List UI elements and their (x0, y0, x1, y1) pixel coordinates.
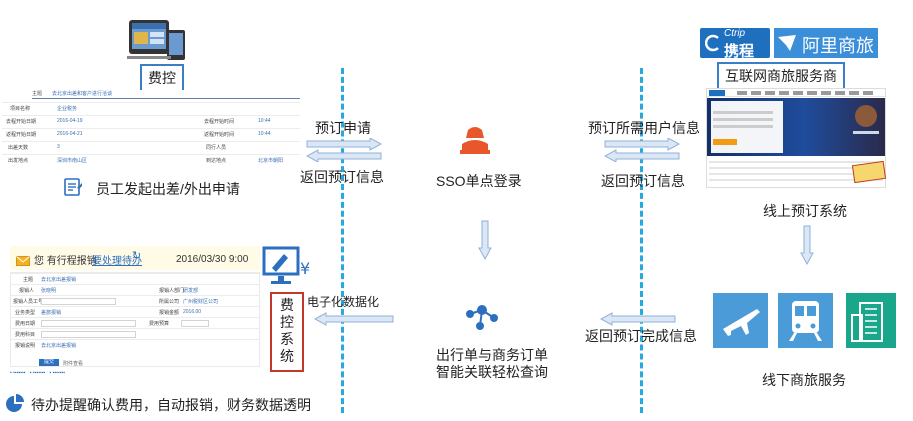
reimbursement-title: 您 有行程报销 (34, 256, 97, 267)
online-booking-screenshot (706, 88, 887, 188)
form-footer-links: ▪ ▪▪▪▪▪▪▪ ▪ ▪▪▪▪▪▪▪ ▪ ▪▪▪▪▪▪▪ (10, 370, 66, 376)
monitor-yen-icon: ¥ (262, 246, 312, 288)
form2-row: 报销人 张晓明 报销人部门 研发部 (11, 284, 259, 295)
pending-todo-link[interactable]: 要处理待办 (92, 256, 142, 267)
double-arrow-right (603, 137, 681, 163)
form2-row: 费用科目 (11, 328, 259, 339)
double-arrow-left (305, 137, 383, 163)
down-arrow-right (800, 225, 814, 266)
reimbursement-form: 主题 去北京出差报销 报销人 张晓明 报销人部门 研发部 报销人员工号 所属公司… (10, 272, 260, 367)
return-booking-info-left: 返回预订信息 (300, 169, 384, 185)
sso-user-icon (458, 126, 492, 156)
down-arrow-middle (478, 220, 492, 261)
digitize-label: 电子化数据化 (307, 295, 380, 309)
employee-request-caption: 员工发起出差/外出申请 (96, 181, 240, 197)
form2-row: 费用日期 费用预算 (11, 317, 259, 328)
query-caption-line2: 智能关联轻松查询 (436, 364, 548, 380)
book-user-info-label: 预订所需用户信息 (588, 120, 700, 136)
return-complete-label: 返回预订完成信息 (585, 328, 697, 344)
refresh-icon[interactable]: ↻ (132, 250, 142, 262)
online-system-label: 线上预订系统 (763, 203, 847, 219)
form-topic-label: 主题 (32, 91, 43, 97)
form2-row: 报销人员工号 所属公司 广州税财区公司 (11, 295, 259, 306)
form2-row: 报销说明 去北京出差报销 (11, 339, 259, 357)
ctrip-logo-en: Ctrip (724, 28, 746, 39)
left-arrow-return-complete (599, 312, 676, 326)
alibaba-travel-logo: 阿里商旅 (774, 28, 878, 58)
form1-row: 项目名称 企业税务 (2, 102, 300, 113)
form1-row: 返程开始日期 2016-04-21 返程开始时间 10:44 (2, 128, 300, 139)
ctrip-swirl-icon (704, 34, 721, 52)
travel-request-form: 主题 去北京出差和客户进行洽谈 项目名称 企业税务 去程开始日期 2016-04… (2, 90, 300, 170)
left-separator (341, 68, 344, 413)
expense-control-label: 费控 (140, 64, 184, 92)
alibaba-travel-icon (778, 35, 796, 51)
offline-service-label: 线下商旅服务 (762, 372, 846, 388)
query-caption-line1: 出行单与商务订单 (436, 347, 548, 363)
employee-request-icon (63, 178, 83, 196)
pie-chart-icon (5, 394, 25, 412)
booking-request-label: 预订申请 (315, 120, 371, 136)
expense-system-text: 费控系统 (280, 297, 294, 364)
form1-row: 去程开始日期 2016-04-19 去程开始时间 10:44 (2, 115, 300, 126)
sso-login-label: SSO单点登录 (436, 173, 522, 189)
device-icon (127, 18, 189, 64)
left-arrow-digitize (313, 312, 394, 326)
svg-text:¥: ¥ (300, 259, 310, 278)
return-booking-info-right: 返回预订信息 (601, 173, 685, 189)
reimbursement-datetime: 2016/03/30 9:00 (176, 254, 249, 265)
ctrip-logo-cn: 携程 (724, 43, 755, 60)
form2-row: 主题 去北京出差报销 (11, 273, 259, 284)
attachment-link[interactable]: 附件查看 (63, 361, 84, 367)
form1-row: 出差天数 3 同行人员 (2, 141, 300, 152)
submit-button[interactable]: 提交 (39, 359, 59, 366)
mail-icon (16, 253, 30, 266)
expense-system-label: 费控系统 (270, 292, 304, 372)
reimbursement-header: 您 有行程报销 要处理待办 ↻ (10, 246, 260, 270)
ctrip-logo: Ctrip 携程 (700, 28, 770, 60)
network-icon (462, 300, 502, 336)
form1-row: 出发地点 深圳市南山区 到达地点 北京市朝阳 (2, 154, 300, 165)
alibaba-travel-text: 阿里商旅 (802, 36, 874, 56)
pending-caption: 待办提醒确认费用，自动报销，财务数据透明 (31, 397, 311, 413)
form2-row: 业务类型 差旅报销 报销金额 2016.00 (11, 306, 259, 317)
form-topic-value: 去北京出差和客户进行洽谈 (52, 91, 113, 97)
right-separator (640, 68, 643, 413)
hotel-tile (846, 293, 896, 348)
flight-tile (713, 293, 768, 348)
train-tile (778, 293, 833, 348)
provider-label: 互联网商旅服务商 (717, 62, 845, 90)
